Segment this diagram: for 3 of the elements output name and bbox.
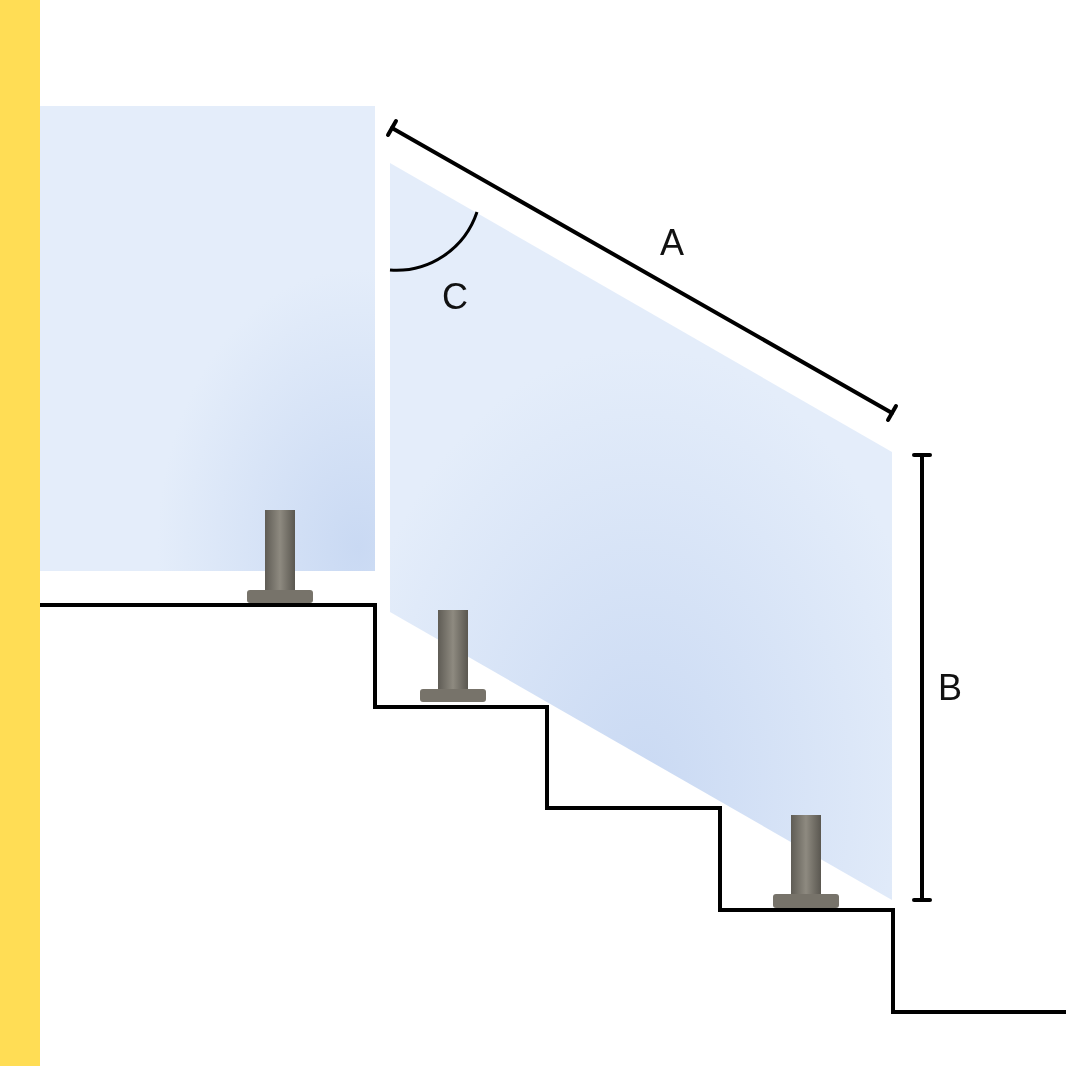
dimension-label: A — [660, 225, 684, 261]
dimension-label: B — [938, 670, 962, 706]
dimension-label: C — [442, 279, 468, 315]
